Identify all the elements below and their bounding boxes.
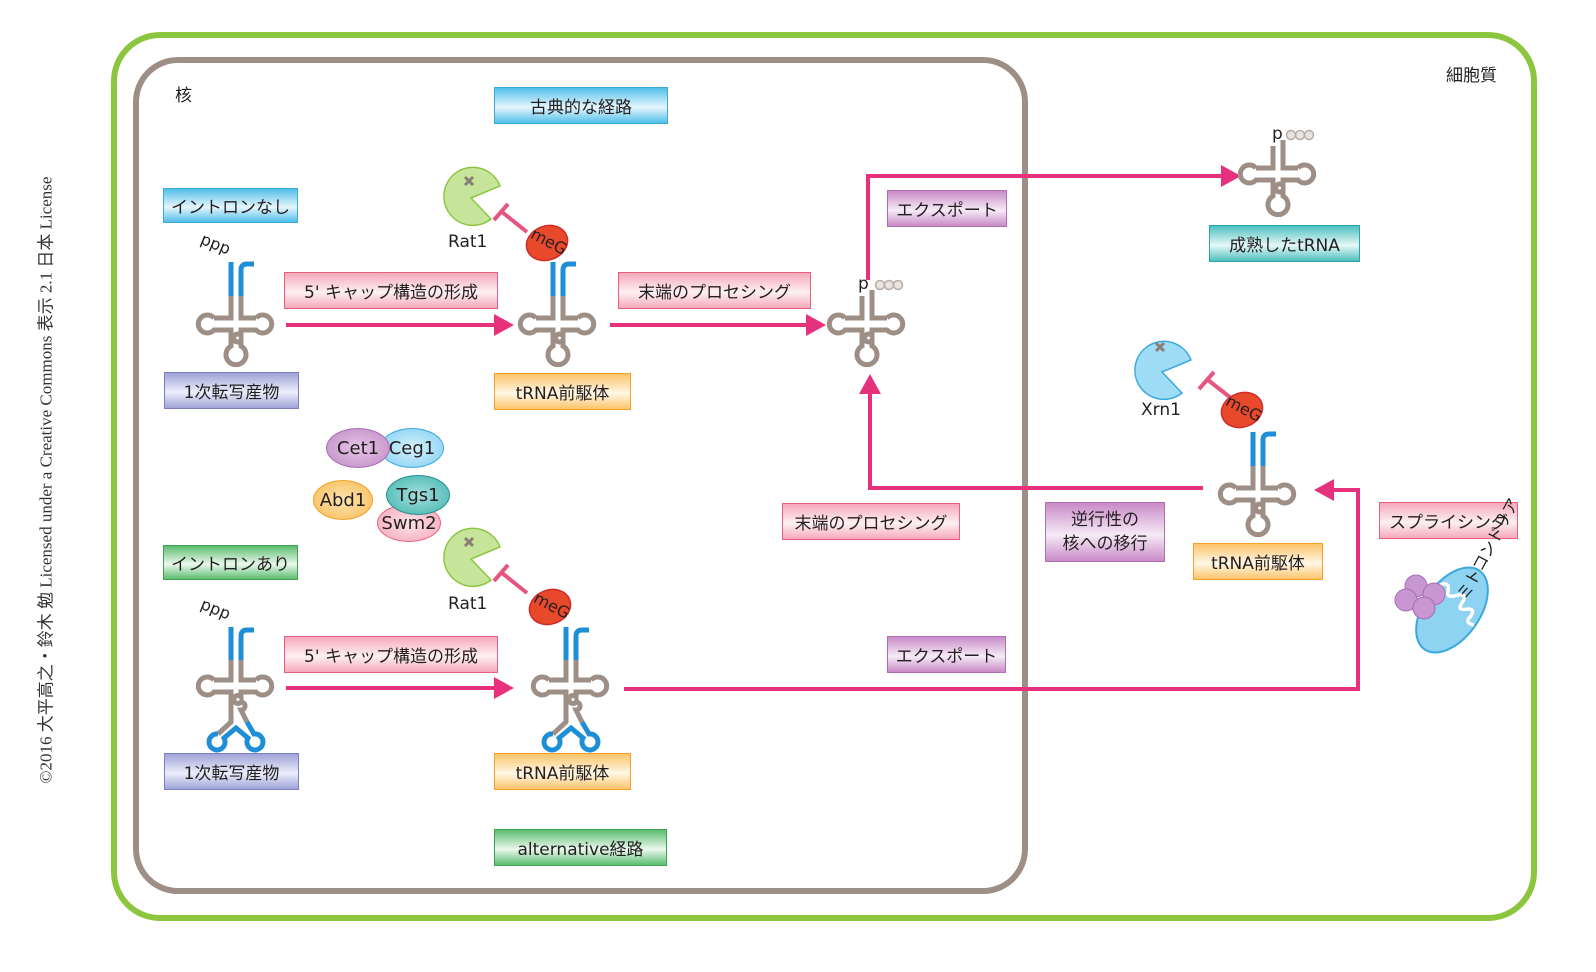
- rat1-body: [443, 166, 501, 227]
- xrn1-label: Xrn1: [1141, 400, 1181, 420]
- classical-pathway-label: 古典的な経路: [494, 87, 668, 124]
- inhibition-line: [500, 571, 529, 595]
- cytoplasm-label: 細胞質: [1446, 66, 1497, 86]
- export-label-alternative: エクスポート: [887, 636, 1006, 673]
- end-processing-label-retrograde: 末端のプロセシング: [782, 503, 960, 540]
- nuclear-envelope: [133, 57, 1028, 894]
- protein-cet1: Cet1: [326, 428, 390, 468]
- arrow-export-alternative: [624, 488, 1360, 691]
- trna-pre-cytoplasm: [1217, 431, 1297, 538]
- inhibition-bar: [1197, 370, 1216, 391]
- inhibition-bar: [492, 563, 510, 583]
- rat1-body: [443, 527, 501, 588]
- inhibition-line: [500, 210, 529, 234]
- rat1-enzyme-bottom: [443, 527, 529, 595]
- with-intron-label: イントロンあり: [163, 545, 298, 580]
- primary-transcript-label-bottom: 1次転写産物: [164, 753, 299, 790]
- retrograde-line-2: 核への移行: [1062, 534, 1148, 554]
- primary-transcript-label-top: 1次転写産物: [164, 372, 299, 409]
- cap-formation-label-bottom: 5' キャップ構造の形成: [284, 636, 498, 673]
- no-intron-label: イントロンなし: [163, 188, 298, 223]
- pre-trna-label-classical: tRNA前駆体: [494, 373, 631, 410]
- arrowhead: [494, 314, 514, 336]
- arrow-retrograde-import: [868, 392, 1203, 490]
- end-processing-label-top: 末端のプロセシング: [618, 272, 811, 309]
- inhibition-bar: [492, 202, 510, 222]
- copyright-credit: ©2016 大平高之・鈴木 勉 Licensed under a Creativ…: [36, 176, 56, 784]
- cap-meg-bottom: [528, 588, 572, 626]
- inactive-x-icon: [463, 175, 475, 187]
- arrowheads: [494, 165, 1334, 699]
- alternative-pathway-label: alternative経路: [494, 829, 667, 866]
- arrowhead: [1314, 479, 1334, 501]
- pre-trna-label-alternative: tRNA前駆体: [494, 753, 631, 790]
- inactive-x-icon: [1154, 341, 1166, 353]
- arrowhead: [1221, 165, 1241, 187]
- cap-meg-top: [525, 224, 569, 262]
- arrowhead: [806, 314, 826, 336]
- trna-processed-nucleus: [826, 279, 906, 368]
- rat1-label-top: Rat1: [448, 232, 488, 252]
- rat1-label-bottom: Rat1: [448, 594, 488, 614]
- cap-formation-label-top: 5' キャップ構造の形成: [284, 272, 498, 309]
- phosphate-label-nucleus: p: [858, 274, 869, 294]
- trna-primary-no-intron: [195, 261, 275, 368]
- retrograde-line-1: 逆行性の: [1071, 510, 1139, 530]
- retrograde-import-label: 逆行性の 核への移行: [1045, 502, 1165, 562]
- protein-abd1: Abd1: [313, 480, 373, 520]
- xrn1-body: [1134, 340, 1192, 401]
- protein-swm2: Swm2: [377, 504, 441, 542]
- nucleus-label: 核: [175, 86, 192, 106]
- arrowhead: [859, 374, 881, 394]
- trna-pre-alternative: [530, 627, 610, 753]
- trna-primary-with-intron: [195, 627, 275, 753]
- mature-trna-label: 成熟したtRNA: [1209, 225, 1360, 262]
- xrn1-enzyme: [1134, 340, 1238, 404]
- phosphate-label-cytoplasm: p: [1272, 124, 1283, 144]
- export-label-classical: エクスポート: [887, 190, 1007, 227]
- trna-pre-classical: [517, 261, 597, 368]
- cell-membrane: [111, 32, 1537, 921]
- arrow-export-classical: [866, 174, 1225, 280]
- pathway-arrows: [286, 174, 1360, 691]
- protein-tgs1: Tgs1: [386, 475, 450, 515]
- inactive-x-icon: [463, 536, 475, 548]
- cap-meg-cytoplasm: [1220, 391, 1264, 429]
- protein-ceg1: Ceg1: [380, 428, 444, 468]
- arrowhead: [494, 677, 514, 699]
- rat1-enzyme-top: [443, 166, 529, 234]
- trna-mature: [1237, 129, 1317, 218]
- pre-trna-label-cytoplasm: tRNA前駆体: [1193, 543, 1323, 580]
- mitochondrion-icon: [1394, 566, 1489, 654]
- splicing-label: スプライシング: [1379, 502, 1518, 539]
